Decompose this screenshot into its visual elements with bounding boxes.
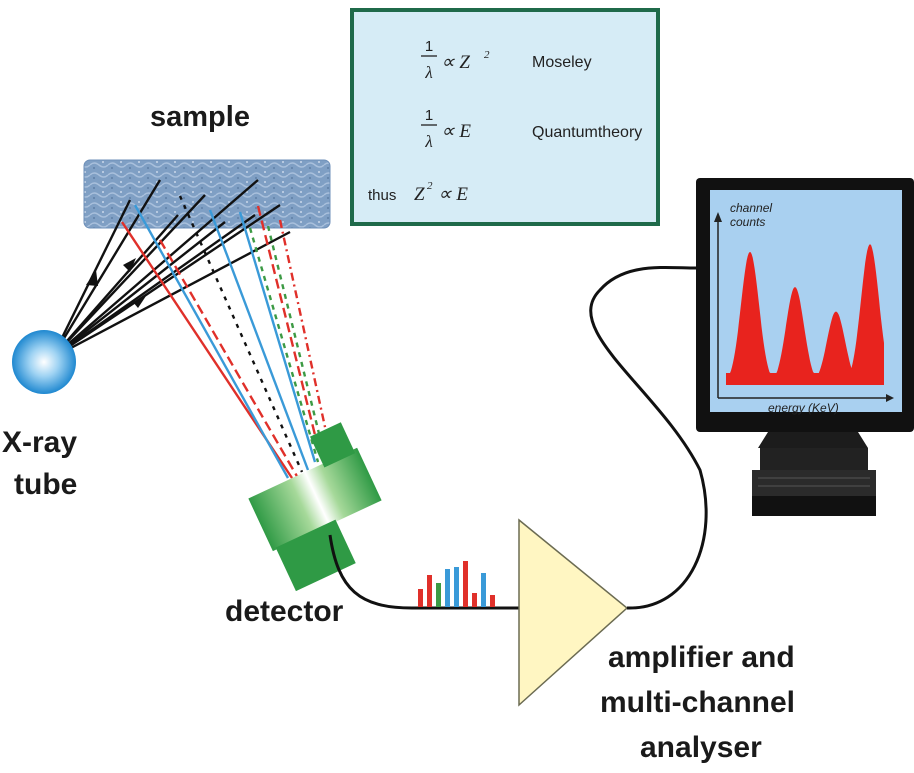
conclusion-equation: thus Z 2 ∝ E [368,180,468,205]
sample-label: sample [150,101,250,133]
eq2-numerator: 1 [425,107,433,124]
eq2-name: Quantumtheory [532,124,642,141]
amplifier-label-line3: analyser [640,731,762,764]
detector-label: detector [225,595,344,628]
pulse-bar [481,573,486,607]
pulse-bar [472,593,477,607]
spectrum-peaks [726,244,884,385]
eq1-name: Moseley [532,54,592,71]
ray-arrowheads [86,258,146,308]
amplifier-label-line2: multi-channel [600,686,795,719]
amplifier [518,518,629,707]
equation-box: 1 λ ∝ Z 2 Moseley 1 λ ∝ E Quantumtheory … [350,8,660,226]
pulse-spectrum [418,561,495,607]
pulse-bar [463,561,468,607]
moseley-equation: 1 λ ∝ Z 2 Moseley [421,38,592,82]
xray-label-line2: tube [14,468,77,501]
pulse-bar [454,567,459,607]
detector-cable [328,534,520,610]
xray-label-line1: X-ray [2,426,77,459]
eq3-lhs: Z [414,184,425,205]
eq1-numerator: 1 [425,38,433,55]
green-rays [248,225,327,463]
amplifier-label-line1: amplifier and [608,641,795,674]
eq1-denominator: λ [424,63,432,82]
eq2-relation: ∝ E [441,121,471,142]
blue-rays [133,204,317,479]
sample-slab [83,159,331,229]
monitor-cable [589,265,708,610]
eq1-relation: ∝ Z [441,52,470,73]
eq3-relation: ∝ E [438,184,468,205]
pulse-bar [436,583,441,607]
black-dashed-rays [178,195,304,473]
ray-paths [50,179,332,479]
detector [248,422,382,592]
pulse-bar [490,595,495,607]
pulse-bar [445,569,450,607]
pulse-bar [427,575,432,607]
eq1-exponent: 2 [484,49,490,61]
pulse-bar [418,589,423,607]
screen-xlabel: energy (KeV) [768,401,839,415]
eq2-denominator: λ [424,132,432,151]
xray-tube [12,330,76,394]
screen-ylabel-line1: channel [730,201,772,215]
eq3-exponent: 2 [427,180,433,192]
monitor: channel counts energy (KeV) [696,178,914,516]
red-rays [121,205,332,479]
quantum-equation: 1 λ ∝ E Quantumtheory [421,107,642,151]
screen-ylabel-line2: counts [730,215,765,229]
eq3-prefix: thus [368,187,396,204]
